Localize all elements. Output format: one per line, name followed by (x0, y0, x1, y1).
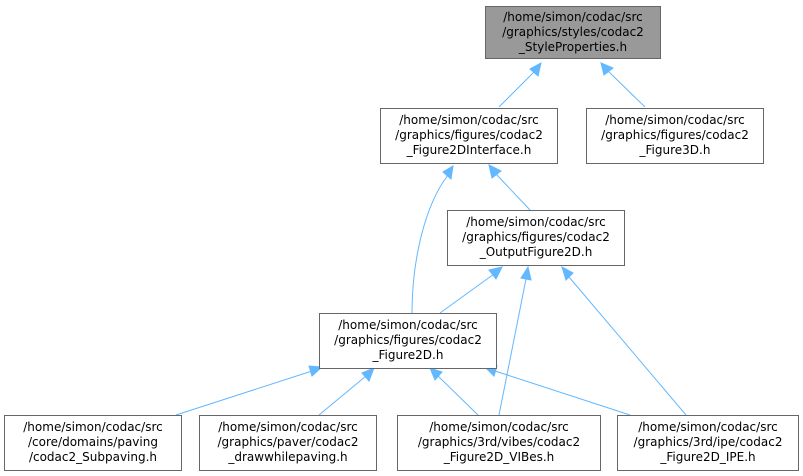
edge-vibes-to-outputfigure2d (498, 265, 532, 416)
edge-figure2d-to-figure2dinterface (411, 165, 454, 314)
node-label-line: _StyleProperties.h (518, 40, 627, 54)
node-figure2d-ipe[interactable]: /home/simon/codac/src /graphics/3rd/ipe/… (617, 415, 799, 471)
node-label-line: /home/simon/codac/src (23, 420, 162, 434)
node-figure2d-interface[interactable]: /home/simon/codac/src /graphics/figures/… (380, 108, 558, 164)
node-figure3d[interactable]: /home/simon/codac/src /graphics/figures/… (586, 108, 764, 164)
node-label-line: /home/simon/codac/src (429, 420, 568, 434)
edge-figure2d-to-outputfigure2d (439, 266, 503, 314)
node-label-line: /graphics/3rd/ipe/codac2 (634, 435, 783, 449)
edge-subpaving-to-figure2d (175, 365, 324, 416)
edge-figure2dinterface-to-styleproperties (498, 62, 542, 108)
edge-ipe-to-figure2d (483, 365, 631, 416)
node-label-line: _Figure2D.h (372, 348, 444, 362)
node-label-line: /graphics/paver/codac2 (218, 435, 359, 449)
node-label-line: /codac2_Subpaving.h (29, 450, 157, 464)
edge-outputfigure2d-to-figure2dinterface (488, 164, 531, 211)
node-label-line: /home/simon/codac/src (605, 113, 744, 127)
node-label-line: /graphics/styles/codac2 (502, 25, 644, 39)
edge-vibes-to-figure2d (429, 367, 479, 416)
node-label-line: /graphics/3rd/vibes/codac2 (418, 435, 580, 449)
node-label-line: /graphics/figures/codac2 (601, 128, 749, 142)
node-figure2d[interactable]: /home/simon/codac/src /graphics/figures/… (319, 313, 497, 369)
node-label-line: /home/simon/codac/src (466, 215, 605, 229)
node-label-line: /home/simon/codac/src (399, 113, 538, 127)
node-label-line: _Figure2D_VIBes.h (443, 450, 555, 464)
node-label-line: /graphics/figures/codac2 (334, 333, 482, 347)
node-subpaving[interactable]: /home/simon/codac/src /core/domains/pavi… (4, 415, 182, 471)
node-label-line: _OutputFigure2D.h (479, 245, 593, 259)
edge-drawwhilepaving-to-figure2d (318, 367, 375, 416)
node-figure2d-vibes[interactable]: /home/simon/codac/src /graphics/3rd/vibe… (397, 415, 601, 471)
node-style-properties[interactable]: /home/simon/codac/src /graphics/styles/c… (485, 6, 661, 59)
node-output-figure2d[interactable]: /home/simon/codac/src /graphics/figures/… (447, 210, 625, 266)
node-label-line: _Figure2D_IPE.h (659, 450, 755, 464)
edge-figure3d-to-styleproperties (600, 62, 646, 108)
node-label-line: /graphics/figures/codac2 (395, 128, 543, 142)
node-label-line: /core/domains/paving (28, 435, 158, 449)
node-label-line: /graphics/figures/codac2 (462, 230, 610, 244)
node-drawwhilepaving[interactable]: /home/simon/codac/src /graphics/paver/co… (199, 415, 377, 471)
node-label-line: _drawwhilepaving.h (227, 450, 347, 464)
node-label-line: _Figure2DInterface.h (406, 143, 532, 157)
node-label-line: /home/simon/codac/src (638, 420, 777, 434)
node-label-line: /home/simon/codac/src (338, 318, 477, 332)
node-label-line: _Figure3D.h (639, 143, 711, 157)
node-label-line: /home/simon/codac/src (503, 10, 642, 24)
edge-ipe-to-outputfigure2d (561, 265, 687, 416)
node-label-line: /home/simon/codac/src (218, 420, 357, 434)
